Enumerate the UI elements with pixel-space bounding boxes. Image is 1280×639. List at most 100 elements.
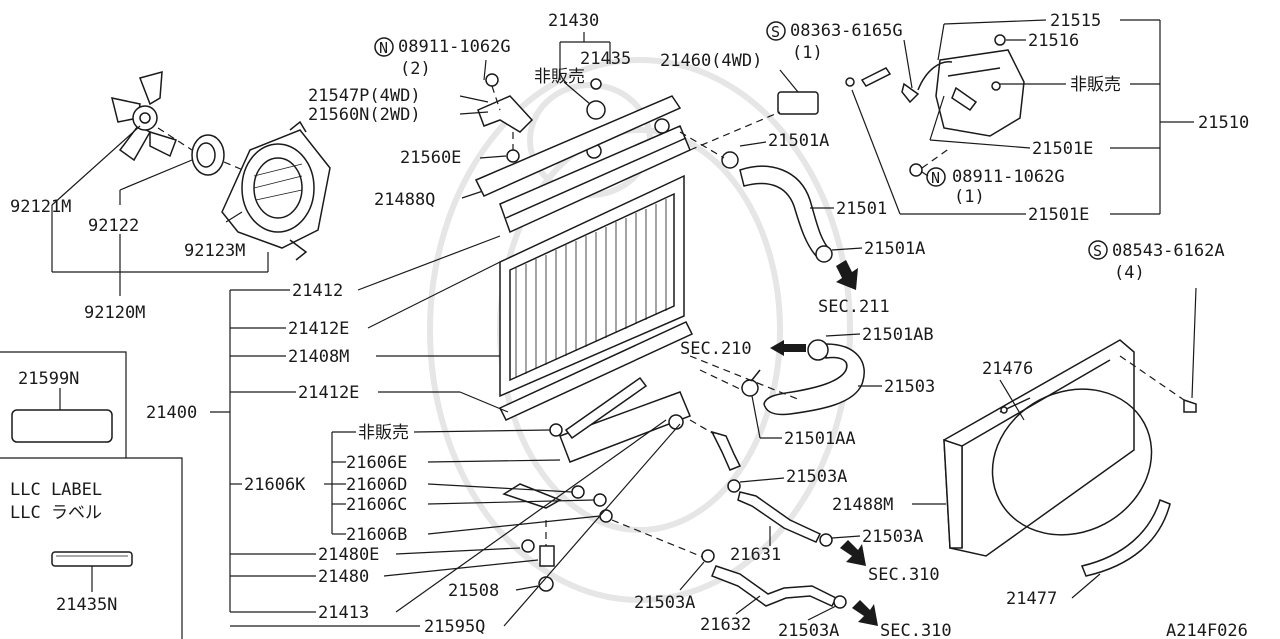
bracket-21510 xyxy=(1110,19,1194,215)
radiator-shroud xyxy=(943,339,1153,557)
label-21508: 21508 xyxy=(448,581,499,601)
llc-label-sticker xyxy=(51,551,133,592)
label-21595Q: 21595Q xyxy=(424,617,485,637)
label-21606E: 21606E xyxy=(346,453,407,473)
label-92123M: 92123M xyxy=(184,241,245,261)
lower-hose xyxy=(689,339,865,416)
label-21501AB: 21501AB xyxy=(862,325,934,345)
arrow-sec310-a xyxy=(840,540,866,566)
label-21560E: 21560E xyxy=(400,148,461,168)
diagram-code: A214F026 xyxy=(1166,621,1248,639)
label-08543-qty: (4) xyxy=(1114,263,1145,283)
label-21412: 21412 xyxy=(292,281,343,301)
label-21435: 21435 xyxy=(580,49,631,69)
label-21480: 21480 xyxy=(318,567,369,587)
fan-coupling xyxy=(157,127,263,179)
leader-21501A-mid xyxy=(831,247,863,251)
radiator-leaders xyxy=(210,235,681,627)
label-21501E-a: 21501E xyxy=(1032,139,1093,159)
label-08543: 08543-6162A xyxy=(1112,241,1225,261)
s-mark-08543: S xyxy=(1088,240,1108,260)
label-21503A-d: 21503A xyxy=(778,621,839,639)
reservoir-bolts xyxy=(845,61,953,177)
label-21547P: 21547P(4WD) xyxy=(308,86,421,106)
arrow-sec211 xyxy=(836,260,858,290)
leader-21460 xyxy=(779,69,799,93)
leader-21501A-top xyxy=(739,141,767,147)
fan-leaders xyxy=(51,125,269,296)
label-sec211: SEC.211 xyxy=(818,297,890,317)
label-08911-top: 08911-1062G xyxy=(398,37,511,57)
svg-text:N: N xyxy=(931,169,940,187)
label-21488Q: 21488Q xyxy=(374,190,435,210)
bushing-top xyxy=(586,78,606,159)
label-21515: 21515 xyxy=(1050,11,1101,31)
label-92122: 92122 xyxy=(88,216,139,236)
shroud-lower xyxy=(1080,499,1171,577)
label-21632: 21632 xyxy=(700,615,751,635)
label-hanbaikan-21606: 非販売 xyxy=(358,423,409,443)
leader-08363 xyxy=(903,39,913,89)
label-92121M: 92121M xyxy=(10,197,71,217)
label-21477: 21477 xyxy=(1006,589,1057,609)
label-21501: 21501 xyxy=(836,199,887,219)
n-mark-right: N xyxy=(926,167,946,187)
arrow-sec210 xyxy=(770,340,806,356)
label-08363-qty: (1) xyxy=(792,43,823,63)
label-21488M: 21488M xyxy=(832,495,893,515)
label-21501A-top: 21501A xyxy=(768,131,829,151)
label-sec310-a: SEC.310 xyxy=(868,565,940,585)
label-21599N: 21599N xyxy=(18,369,79,389)
label-21510: 21510 xyxy=(1198,113,1249,133)
label-21560N: 21560N(2WD) xyxy=(308,105,421,125)
shroud-bolt xyxy=(1119,287,1197,413)
upper-tank xyxy=(499,118,691,234)
label-08911-right-qty: (1) xyxy=(954,187,985,207)
label-21412E-b: 21412E xyxy=(298,383,359,403)
label-21430: 21430 xyxy=(548,11,599,31)
label-21501AA: 21501AA xyxy=(784,429,856,449)
reservoir-hose-kit xyxy=(689,91,819,151)
upper-seal xyxy=(474,95,682,197)
label-21480E: 21480E xyxy=(318,545,379,565)
arrow-sec310-b xyxy=(852,600,878,626)
label-21460: 21460(4WD) xyxy=(660,51,762,71)
llc-label-title: LLC LABEL xyxy=(10,480,102,500)
label-sec210: SEC.210 xyxy=(680,339,752,359)
label-21412E-a: 21412E xyxy=(288,319,349,339)
label-21408M: 21408M xyxy=(288,347,349,367)
label-08911-right: 08911-1062G xyxy=(952,167,1065,187)
oil-cooler-hose-2 xyxy=(701,549,847,609)
oil-cooler-fittings xyxy=(502,483,711,592)
svg-text:S: S xyxy=(1093,242,1102,260)
label-21606K: 21606K xyxy=(244,475,306,495)
fan-shroud xyxy=(221,120,331,261)
label-08363: 08363-6165G xyxy=(790,21,903,41)
label-21503A-b: 21503A xyxy=(862,527,923,547)
lower-seal xyxy=(498,321,694,421)
mount-bracket xyxy=(477,73,534,163)
label-21606C: 21606C xyxy=(346,495,407,515)
label-box-21599N xyxy=(0,351,183,639)
svg-text:S: S xyxy=(771,23,780,41)
label-21503A-c: 21503A xyxy=(634,593,695,613)
label-21400: 21400 xyxy=(146,403,197,423)
label-08911-top-qty: (2) xyxy=(400,59,431,79)
llc-label-title-jp: LLC ラベル xyxy=(10,503,102,523)
reservoir-tank xyxy=(935,34,1025,137)
label-21413: 21413 xyxy=(318,603,369,623)
upper-hose xyxy=(679,131,833,263)
label-21516: 21516 xyxy=(1028,31,1079,51)
label-21606B: 21606B xyxy=(346,525,407,545)
label-21503A-a: 21503A xyxy=(786,467,847,487)
s-mark-08363: S xyxy=(766,21,786,41)
label-21606D: 21606D xyxy=(346,475,407,495)
leader-21515 xyxy=(943,19,1047,25)
label-hanbaikan-res: 非販売 xyxy=(1070,75,1121,95)
core-fins xyxy=(515,199,667,378)
label-21501E-b: 21501E xyxy=(1028,205,1089,225)
label-92120M: 92120M xyxy=(84,303,145,323)
label-21631: 21631 xyxy=(730,545,781,565)
21606-group-bracket xyxy=(230,429,601,535)
